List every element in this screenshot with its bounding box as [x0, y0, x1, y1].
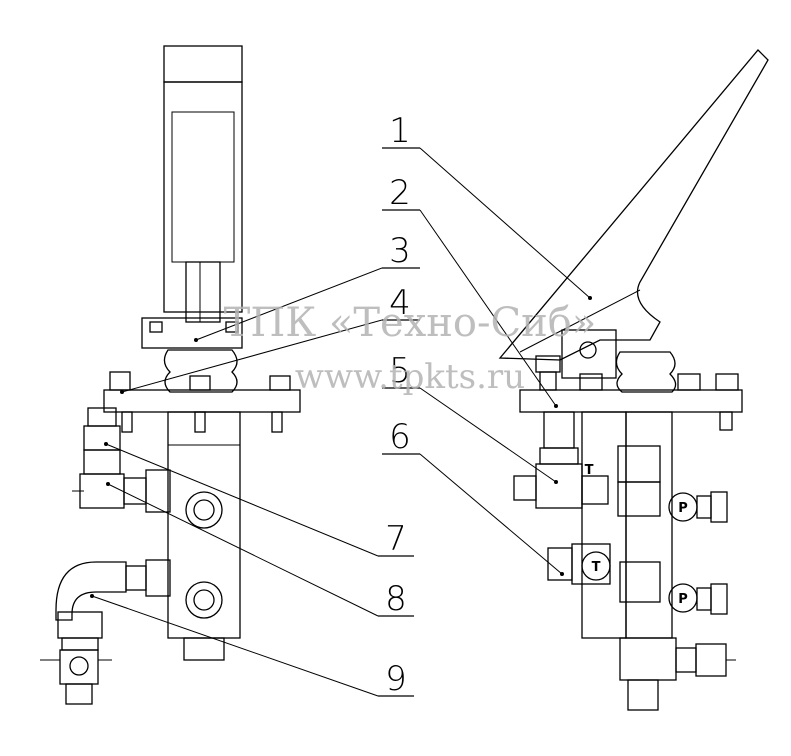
pedal-lever [498, 49, 769, 361]
fitting-upper-nut [83, 425, 121, 451]
label-t-upper: T [585, 463, 594, 478]
leader-lines [90, 147, 592, 697]
lever-stem [185, 261, 221, 323]
port-nut-lower [185, 581, 223, 619]
watermark-company: ТПК «Техно-Сиб» [224, 300, 597, 346]
valve-body [167, 411, 241, 639]
label-p-lower: P [678, 592, 688, 607]
lever-handle-window [171, 111, 235, 263]
port-nut-upper [185, 491, 223, 529]
callout-8: 8 [385, 579, 407, 619]
callout-2: 2 [389, 173, 411, 213]
right-view [498, 49, 769, 711]
label-p-upper: P [678, 501, 688, 516]
callout-5: 5 [389, 351, 411, 391]
drain-valve [59, 649, 99, 685]
watermark-url: www.tpkts.ru [295, 357, 525, 397]
callout-1: 1 [389, 111, 411, 151]
mounting-plate-right [519, 389, 743, 413]
callout-3: 3 [389, 231, 411, 271]
label-t-lower: T [592, 560, 601, 575]
callout-6: 6 [389, 417, 411, 457]
pedal-pivot [561, 329, 617, 379]
rubber-boot-right [615, 351, 677, 393]
lever-handle-body [163, 81, 243, 313]
callout-9: 9 [385, 659, 407, 699]
elbow-fitting [55, 561, 127, 621]
pivot-bracket [141, 317, 243, 349]
mounting-plate [103, 389, 301, 413]
valve-bottom-cap [183, 637, 225, 661]
t-port-lower [581, 551, 611, 581]
lever-handle-top [163, 45, 243, 83]
rubber-boot [163, 349, 238, 393]
callout-4: 4 [389, 283, 411, 323]
left-view [40, 45, 301, 705]
callout-7: 7 [385, 519, 407, 559]
t-port-upper [535, 463, 583, 509]
